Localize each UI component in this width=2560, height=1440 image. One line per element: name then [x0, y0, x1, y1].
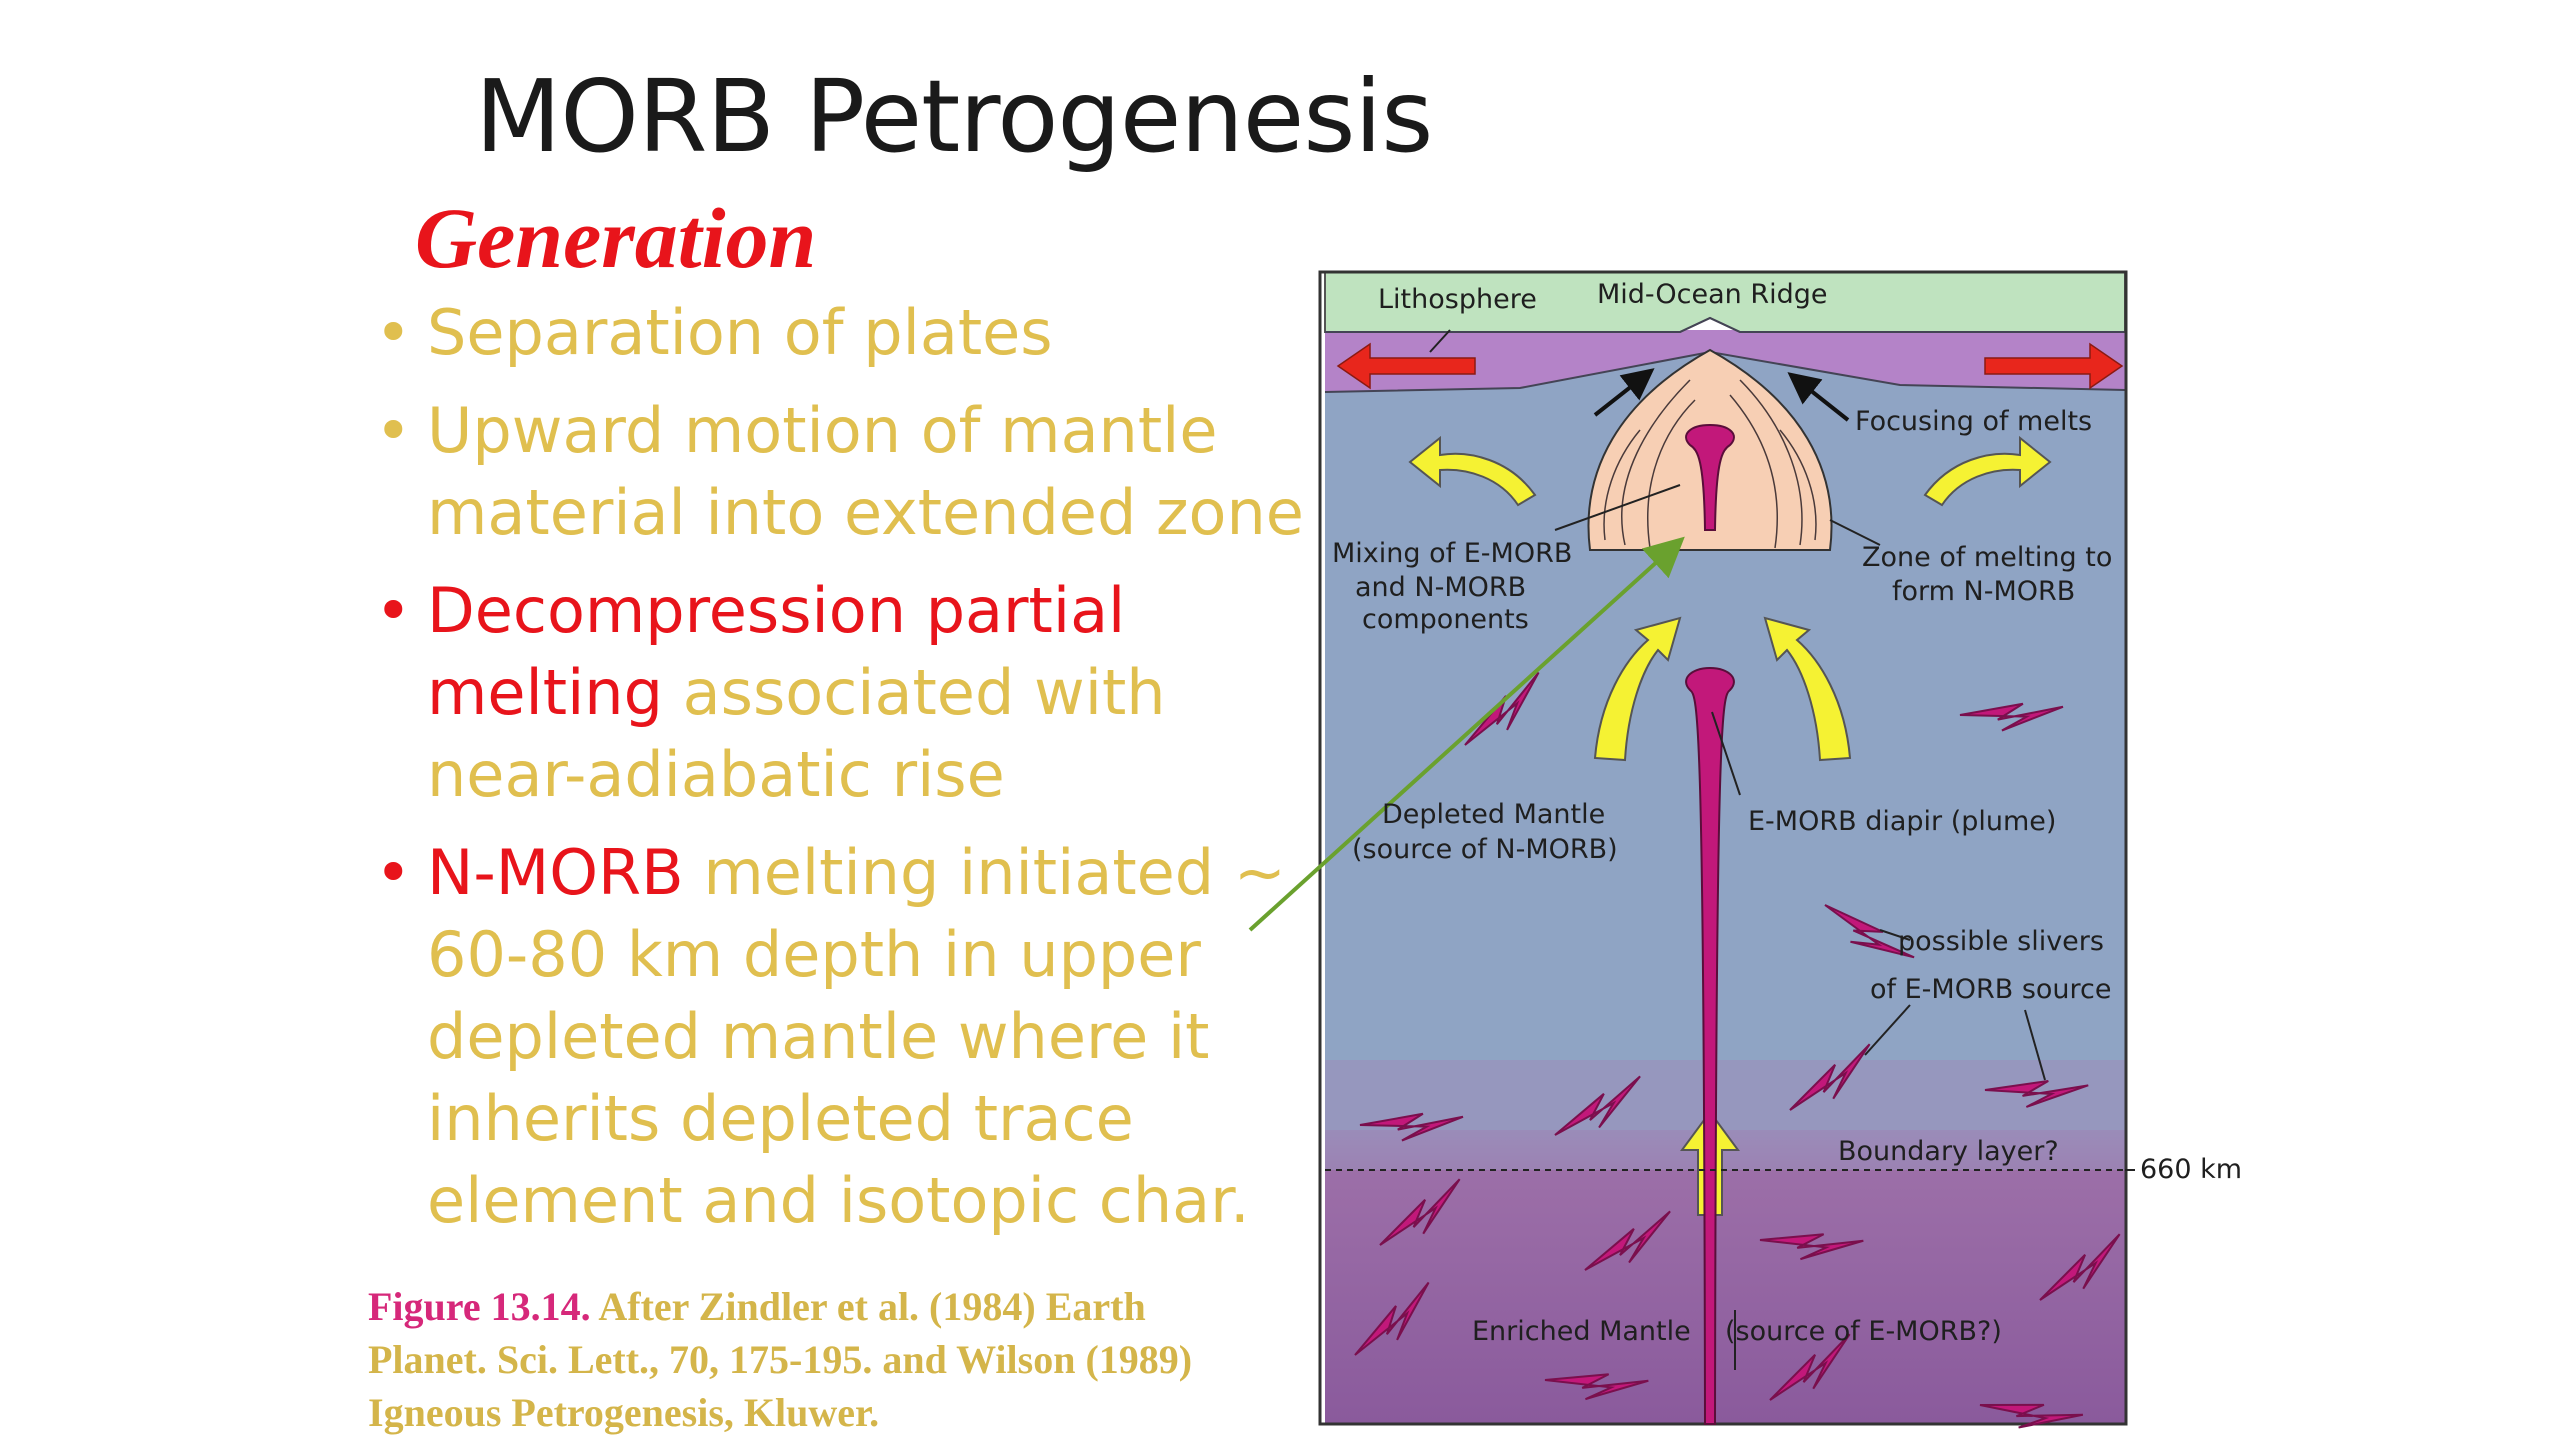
- label-slivers-2: of E-MORB source: [1870, 974, 2111, 1005]
- label-enriched: Enriched Mantle: [1472, 1316, 1691, 1347]
- bullet-item: •N-MORB melting initiated ~ 60-80 km dept…: [365, 832, 1315, 1242]
- label-zone-1: Zone of melting to: [1862, 542, 2112, 573]
- label-mixing-1: Mixing of E-MORB: [1332, 538, 1572, 569]
- bullet-text: melting: [427, 656, 663, 729]
- label-lithosphere: Lithosphere: [1378, 284, 1537, 315]
- bullet-text: N-MORB: [427, 836, 684, 909]
- e-morb-plume: [1685, 666, 1735, 1425]
- bullet-text: associated with: [662, 656, 1166, 729]
- bullet-text: melting initiated ~: [683, 836, 1286, 909]
- caption-line-1: After Zindler et al. (1984) Earth: [590, 1284, 1146, 1329]
- label-mixing-3: components: [1362, 604, 1529, 635]
- label-zone-2: form N-MORB: [1892, 576, 2075, 607]
- slide-subtitle: Generation: [415, 190, 817, 286]
- bullet-text: inherits depleted trace: [427, 1082, 1134, 1155]
- bullet-text: Upward motion of mantle: [427, 394, 1218, 467]
- label-diapir: E-MORB diapir (plume): [1748, 806, 2056, 837]
- bullet-dot-icon: •: [375, 394, 412, 467]
- bullet-text: near-adiabatic rise: [427, 738, 1005, 811]
- lower-mantle: [1325, 1125, 2125, 1425]
- bullet-text: Separation of plates: [427, 296, 1053, 369]
- label-boundary: Boundary layer?: [1838, 1136, 2059, 1167]
- bullet-text: depleted mantle where it: [427, 1000, 1210, 1073]
- bullet-text: element and isotopic char.: [427, 1164, 1250, 1237]
- slide-title: MORB Petrogenesis: [475, 58, 1433, 175]
- plume-head-upper: [1685, 423, 1735, 531]
- label-depleted-2: (source of N-MORB): [1352, 834, 1618, 865]
- caption-line-2: Planet. Sci. Lett., 70, 175-195. and Wil…: [368, 1337, 1193, 1382]
- caption-line-3: Igneous Petrogenesis, Kluwer.: [368, 1390, 880, 1435]
- figure-label: Figure 13.14.: [368, 1284, 591, 1329]
- yellow-flow-arrow-icon: [1408, 435, 2052, 1216]
- lithosphere-layer: [1325, 330, 2125, 392]
- green-pointer-arrow-icon: [1248, 536, 1685, 932]
- bullet-item: •Upward motion of mantle material into ex…: [365, 390, 1315, 554]
- red-arrow-right-icon: [1984, 342, 2124, 390]
- label-slivers-1: possible slivers: [1898, 926, 2104, 957]
- label-660-km: 660 km: [2140, 1154, 2242, 1185]
- diagram-frame: [1318, 270, 2128, 1426]
- label-depleted-1: Depleted Mantle: [1382, 799, 1605, 830]
- boundary-layer-band: [1325, 1060, 2125, 1170]
- label-ridge: Mid-Ocean Ridge: [1597, 279, 1828, 310]
- label-enriched-source: (source of E-MORB?): [1725, 1316, 2002, 1347]
- bullet-item: •Separation of plates: [365, 292, 1315, 374]
- bullet-item: •Decompression partial melting associated…: [365, 570, 1315, 816]
- label-focusing: Focusing of melts: [1855, 406, 2092, 437]
- bullet-text: material into extended zone: [427, 476, 1304, 549]
- figure-caption: Figure 13.14. After Zindler et al. (1984…: [368, 1280, 1318, 1439]
- bullet-dot-icon: •: [375, 836, 412, 909]
- label-mixing-2: and N-MORB: [1355, 572, 1526, 603]
- bullet-dot-icon: •: [375, 574, 412, 647]
- bullet-text: Decompression partial: [427, 574, 1126, 647]
- bullet-text: 60-80 km depth in upper: [427, 918, 1201, 991]
- red-arrow-left-icon: [1336, 342, 1476, 390]
- bullet-dot-icon: •: [375, 296, 412, 369]
- bullet-list: •Separation of plates•Upward motion of m…: [365, 292, 1315, 1258]
